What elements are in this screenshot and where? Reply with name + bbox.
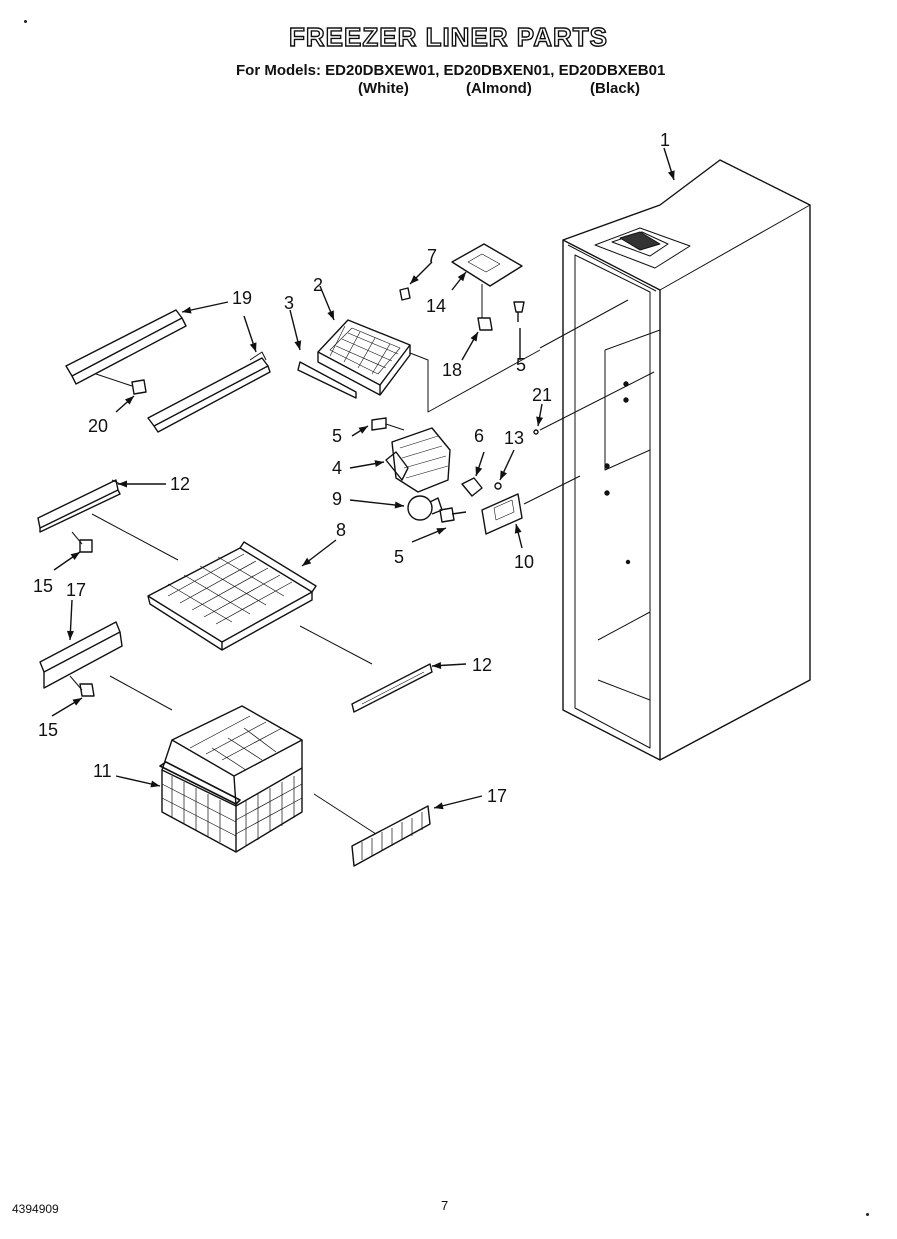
- clip-part-7: [399, 287, 411, 301]
- variant-white: (White): [358, 80, 409, 97]
- leader-arrowhead: [327, 310, 334, 320]
- leader-arrowhead: [182, 306, 192, 314]
- callout-17-right: 17: [487, 786, 508, 806]
- callout-13: 13: [504, 428, 525, 448]
- leader-arrowhead: [410, 275, 419, 284]
- leader-arrowhead: [434, 802, 444, 810]
- callout-7: 7: [427, 246, 438, 266]
- clip-part-18: [477, 317, 493, 331]
- callout-12-right: 12: [472, 655, 493, 675]
- callout-18: 18: [442, 360, 463, 380]
- callout-3: 3: [284, 293, 295, 313]
- shelf-support-right-part: [351, 663, 433, 713]
- leader-arrowhead: [66, 630, 74, 640]
- socket-housing-part: [371, 417, 451, 493]
- variant-almond: (Almond): [466, 80, 532, 97]
- callout-1: 1: [660, 130, 671, 150]
- models-line: For Models: ED20DBXEW01, ED20DBXEN01, ED…: [236, 62, 666, 79]
- callout-2: 2: [313, 275, 324, 295]
- callout-20: 20: [88, 416, 109, 436]
- callout-11: 11: [93, 761, 112, 781]
- callout-5-mid: 5: [332, 426, 343, 446]
- leader-arrowhead: [118, 480, 127, 488]
- page-number: 7: [441, 1198, 449, 1213]
- leader-arrowhead: [358, 426, 368, 434]
- basket-support-right-part: [351, 805, 431, 867]
- light-bulb-part: [407, 495, 443, 521]
- lens-part: [297, 361, 357, 399]
- leader-arrowhead: [302, 557, 312, 566]
- leader-arrowhead: [457, 272, 466, 282]
- screw-part-15b: [69, 675, 95, 697]
- callout-19: 19: [232, 288, 253, 308]
- callout-8: 8: [336, 520, 347, 540]
- leader-arrowhead: [150, 780, 160, 788]
- leader-arrowhead: [72, 698, 82, 706]
- shelf-rail-lower-part: [147, 351, 271, 433]
- callout-15-upper: 15: [33, 576, 54, 596]
- leader-arrowhead: [470, 332, 478, 342]
- leader-arrowhead: [374, 460, 384, 468]
- callout-5-low: 5: [394, 547, 405, 567]
- leader-9: [349, 499, 405, 507]
- socket-part: [461, 477, 483, 497]
- light-shield-part: [317, 319, 541, 413]
- screw-part-lower: [439, 507, 467, 523]
- leader-arrowhead: [667, 170, 675, 180]
- callout-9: 9: [332, 489, 343, 509]
- page-title: FREEZER LINER PARTS: [288, 21, 608, 52]
- callout-14: 14: [426, 296, 447, 316]
- rivet-part-21: [533, 429, 539, 435]
- variant-black: (Black): [590, 80, 641, 97]
- leader-arrowhead: [294, 340, 302, 350]
- leader-arrowhead: [432, 661, 442, 669]
- scan-speck: [24, 20, 27, 23]
- document-number: 4394909: [12, 1202, 59, 1216]
- callout-4: 4: [332, 458, 343, 478]
- bracket-part: [451, 243, 523, 287]
- callout-5-top: 5: [516, 355, 527, 375]
- switch-cover-part: [481, 475, 581, 535]
- callout-17-left: 17: [66, 580, 87, 600]
- leader-arrowhead: [475, 466, 483, 476]
- callout-15-lower: 15: [38, 720, 59, 740]
- scan-speck: [866, 1213, 869, 1216]
- wire-shelf-part: [147, 541, 317, 651]
- leader-arrowhead: [70, 552, 80, 561]
- leader-arrowhead: [500, 470, 507, 480]
- shelf-rail-upper-part: [65, 309, 187, 385]
- leader-arrowhead: [124, 396, 134, 405]
- screw-part-15a: [71, 531, 93, 553]
- rivet-part-13: [494, 482, 502, 490]
- callout-12-left: 12: [170, 474, 191, 494]
- leader-arrowhead: [436, 528, 446, 535]
- leader-arrowhead: [249, 342, 257, 352]
- callout-6: 6: [474, 426, 485, 446]
- shelf-support-left-part: [37, 479, 121, 533]
- leader-arrowhead: [536, 416, 544, 426]
- screw-part-20: [95, 373, 147, 395]
- leader-arrowhead: [394, 501, 404, 509]
- callout-10: 10: [514, 552, 535, 572]
- wire-basket-part: [159, 705, 303, 853]
- callout-21: 21: [532, 385, 553, 405]
- leader-arrowhead: [514, 524, 522, 534]
- freezer-liner-part: [562, 159, 811, 761]
- basket-support-left-part: [39, 621, 123, 689]
- screw-part-top: [513, 299, 629, 360]
